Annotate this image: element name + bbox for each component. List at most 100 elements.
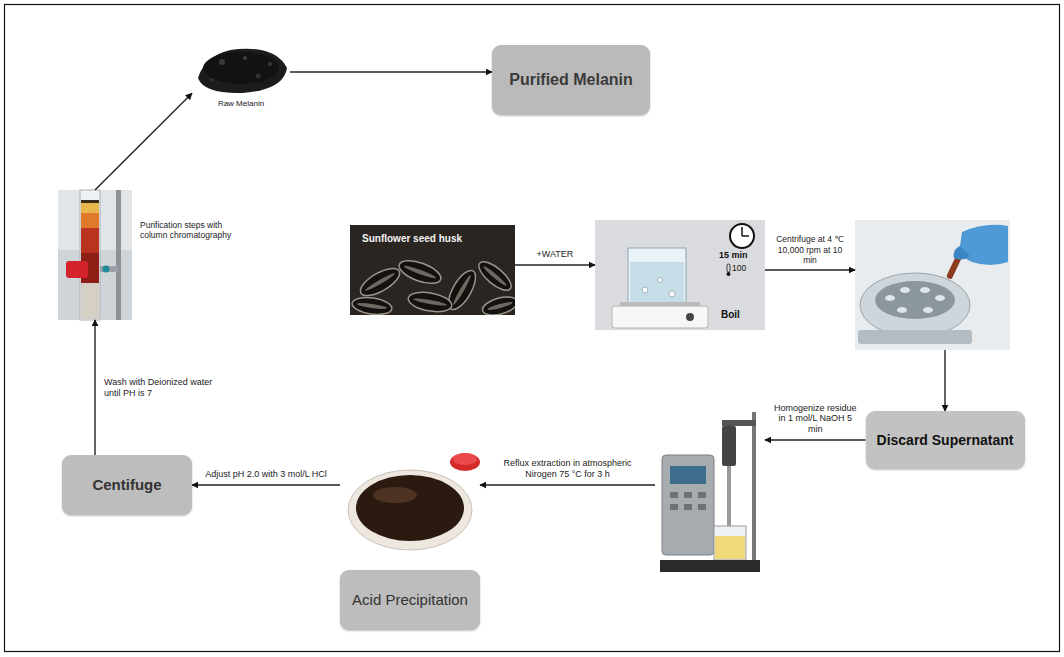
chromatography-column: [58, 190, 132, 320]
boiling-photo-part: [595, 220, 765, 330]
chromatography-column-part: [81, 228, 99, 253]
sunflower-husk-photo-part-part-part: [413, 297, 447, 307]
sunflower-husk-photo-part-part-part: [403, 264, 436, 279]
step-condition-label: Adjust pH 2.0 with 3 mol/L HCl: [198, 469, 334, 480]
process-box: Centifuge: [62, 455, 192, 515]
photo-caption-slot: Sunflower seed husk: [362, 233, 507, 245]
sunflower-husk-photo-part-part-part: [452, 274, 472, 305]
chromatography-column-part: [80, 190, 100, 320]
melanin-powder-part: [210, 78, 214, 82]
sunflower-husk-photo-part-part-part: [487, 301, 513, 312]
process-box: Discard Supernatant: [866, 411, 1025, 469]
boiling-photo-part: [741, 227, 743, 236]
photo-step: Raw Melanin: [192, 40, 290, 96]
homogenizer-photo-part: [670, 504, 678, 510]
photo-step: Acid Precipitation: [340, 450, 480, 560]
centrifuge-photo-part: [885, 295, 895, 301]
chromatography-column-part: [58, 190, 132, 320]
centrifuge-photo-part: [858, 330, 972, 344]
photo-caption-slot: Purification steps with column chromatog…: [140, 220, 234, 240]
homogenizer-photo-part: [662, 455, 714, 555]
centrifuge-photo-part: [923, 307, 933, 313]
centrifuge-photo-part: [954, 246, 970, 260]
photo-step: [855, 220, 1010, 350]
centrifuge-photo-part: [900, 287, 910, 293]
homogenizer-photo-part: [684, 492, 692, 498]
acid-precipitation-dish-part: [453, 453, 477, 465]
box-label: Discard Supernatant: [877, 432, 1014, 449]
centrifuge-photo-part: [960, 225, 1008, 265]
melanin-powder-part: [268, 62, 272, 66]
homogenizer-photo-part: [722, 420, 756, 426]
melanin-powder-part: [243, 56, 247, 60]
homogenizer-photo-part: [660, 560, 760, 572]
sunflower-husk-photo-part: [351, 256, 515, 315]
step-condition-label: Wash with Deionized water until PH is 7: [103, 377, 221, 399]
edge-label-slot: +WATER: [520, 249, 590, 260]
acid-precipitation-dish-part: [356, 475, 464, 541]
homogenizer-photo-part: [715, 536, 745, 559]
melanin-powder: [198, 49, 287, 93]
melanin-powder-part: [256, 74, 261, 79]
homogenizer-photo-part: [698, 504, 706, 510]
photo-caption: Raw Melanin: [182, 99, 300, 109]
photo-step: Sunflower seed husk: [350, 225, 515, 315]
acid-precipitation-dish-part: [348, 470, 472, 550]
flow-arrow: [480, 484, 655, 485]
photo-caption-slot: 15 min: [719, 250, 763, 261]
boiling-photo-part: [658, 278, 663, 283]
photo-caption-slot: Boil: [721, 309, 761, 321]
chromatography-column-part: [81, 283, 99, 319]
step-condition-label: Reflux extraction in atmospheric Nirogen…: [489, 458, 647, 480]
figure-frame: [5, 5, 1060, 652]
boiling-photo-part: [730, 224, 754, 248]
acid-precipitation-dish: [348, 453, 480, 550]
sunflower-husk-photo-part-part-part: [364, 272, 395, 292]
sunflower-husk-photo-part-part-part: [351, 295, 393, 315]
photo-caption: Boil: [721, 309, 761, 321]
step-title-box: Acid Precipitation: [340, 570, 480, 630]
edge-label-slot: Centrifuge at 4 ℃ 10,000 rpm at 10 min: [769, 234, 851, 265]
boiling-photo-part: [628, 248, 686, 306]
edge-label-slot: Adjust pH 2.0 with 3 mol/L HCl: [198, 469, 334, 480]
flow-arrow: [192, 484, 340, 485]
homogenizer-photo: [660, 412, 760, 572]
flow-arrow: [765, 439, 866, 440]
edge-label-slot: Wash with Deionized water until PH is 7: [103, 377, 221, 399]
box-label: Centifuge: [92, 476, 161, 494]
boiling-photo-part: [686, 313, 694, 321]
sunflower-husk-photo-part-part: [475, 257, 515, 295]
sunflower-husk-photo-part-part: [396, 256, 444, 288]
boiling-photo: [595, 220, 765, 330]
box-label: Acid Precipitation: [352, 591, 468, 609]
homogenizer-photo-part: [670, 492, 678, 498]
boiling-photo-part: [742, 235, 749, 237]
sunflower-husk-photo-part-part-part: [482, 265, 508, 287]
sunflower-husk-photo-part-part-part: [475, 257, 515, 295]
flow-arrow: [944, 350, 945, 411]
boiling-photo-part: [727, 264, 730, 272]
photo-caption: 100: [732, 263, 762, 273]
photo-caption: Purification steps with column chromatog…: [140, 220, 234, 240]
homogenizer-photo-part: [722, 426, 736, 466]
chromatography-column-part: [81, 203, 99, 213]
sunflower-husk-photo-part-part-part: [407, 289, 453, 314]
step-condition-label: +WATER: [520, 249, 590, 260]
flow-arrow: [94, 320, 95, 455]
photo-caption: Sunflower seed husk: [362, 233, 507, 245]
boiling-photo-part: [630, 262, 684, 304]
chromatography-column-part: [81, 213, 99, 228]
sunflower-husk-photo-part-part-part: [481, 294, 515, 315]
acid-precipitation-dish-part: [450, 453, 480, 471]
homogenizer-photo-part: [684, 504, 692, 510]
chromatography-column-part: [116, 190, 121, 320]
homogenizer-photo-part: [670, 466, 706, 484]
centrifuge-photo-part: [935, 295, 945, 301]
photo-caption: 15 min: [719, 250, 763, 261]
chromatography-column-part: [66, 261, 88, 278]
boiling-photo-part: [727, 272, 731, 276]
chromatography-column-part: [100, 266, 118, 272]
sunflower-husk-photo-part-part: [407, 289, 453, 314]
photo-step: Purification steps with column chromatog…: [58, 190, 132, 320]
